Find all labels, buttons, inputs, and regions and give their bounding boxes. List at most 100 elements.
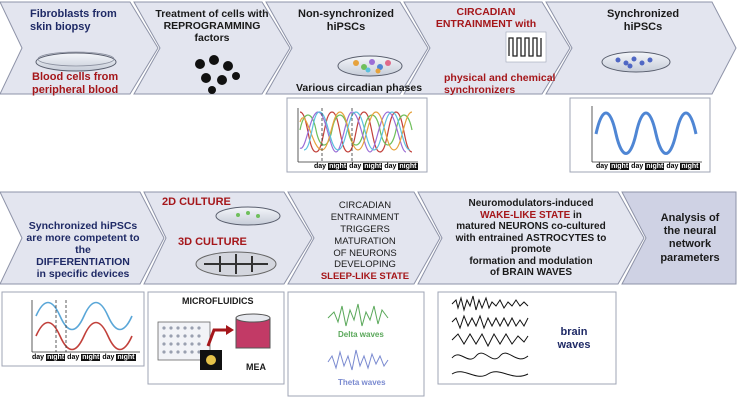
diff-line4: in specific devices — [36, 268, 130, 281]
phases-day-night-axis: day night day night day night — [314, 163, 418, 170]
label-3d-culture: 3D CULTURE — [178, 236, 247, 248]
maturation-line4: OF NEURONS — [333, 247, 397, 259]
wake-line1: Neuromodulators-induced — [468, 198, 594, 209]
axis-day: day — [32, 354, 45, 361]
label-microfluidics: MICROFLUIDICS — [182, 296, 254, 306]
mea-beaker-icon — [235, 313, 271, 349]
axis-day: day — [102, 354, 115, 361]
row2-step4-text: Neuromodulators-induced WAKE-LIKE STATE … — [446, 198, 616, 279]
row1-step3-title: Non-synchronized hiPSCs — [290, 8, 402, 33]
maturation-line5: DEVELOPING — [334, 259, 396, 271]
maturation-line1: CIRCADIAN — [338, 200, 392, 211]
axis-day: day — [631, 163, 644, 170]
circadian-phases-panel — [286, 97, 428, 173]
square-wave-icon — [505, 31, 547, 63]
axis-day: day — [384, 163, 397, 170]
row2-step5-box — [621, 191, 737, 285]
row1-step5-title: Synchronized hiPSCs — [588, 8, 698, 33]
axis-night: night — [398, 163, 418, 170]
blood-line1: Blood cells from — [32, 71, 119, 83]
axis-night: night — [680, 163, 700, 170]
wake-line6: formation and modulation — [469, 255, 593, 267]
diff-line1: Synchronized hiPSCs — [28, 220, 138, 232]
synchronized-wave-panel — [569, 97, 711, 173]
row1-step1-blood: Blood cells from peripheral blood — [32, 71, 118, 96]
row2-step3-arrow — [287, 191, 441, 285]
reprogramming-label: REPROGRAMMING — [163, 20, 261, 33]
axis-night: night — [363, 163, 383, 170]
row1-step2-arrow — [133, 1, 291, 95]
axis-day: day — [666, 163, 679, 170]
axis-night: night — [610, 163, 630, 170]
sleep-waves-panel — [287, 291, 425, 397]
wake-line3: matured NEURONS co-cultured — [456, 221, 606, 232]
analysis-line3: network — [668, 238, 712, 251]
theta-waves-label: Theta waves — [338, 378, 386, 387]
synchronized-cells-dish-icon — [601, 51, 671, 73]
non-sync-line1: Non-synchronized — [298, 8, 394, 20]
fibroblasts-line1: Fibroblasts from — [30, 8, 117, 20]
maturation-line3: TRIGGERS MATURATION — [334, 223, 396, 247]
arrow-icon — [206, 328, 226, 347]
wake-line4: with entrained ASTROCYTES to — [455, 232, 607, 244]
unsynchronized-cells-dish-icon — [337, 55, 403, 77]
label-2d-culture: 2D CULTURE — [162, 196, 231, 208]
diff-line2: are more competent to the — [26, 232, 140, 257]
row1-step2-text: Treatment of cells with REPROGRAMMING fa… — [148, 8, 276, 44]
brain-label: brain — [560, 326, 588, 338]
axis-night: night — [46, 354, 66, 361]
axis-day: day — [314, 163, 327, 170]
wake-line7: of BRAIN WAVES — [489, 267, 573, 278]
analysis-line1: Analysis of — [660, 212, 720, 224]
brain-waves-traces — [451, 295, 529, 377]
wake-line5: promote — [511, 244, 551, 255]
axis-day: day — [349, 163, 362, 170]
blood-line2: peripheral blood — [32, 83, 119, 96]
fibroblasts-line2: skin biopsy — [30, 20, 91, 33]
row1-step1-title: Fibroblasts from skin biopsy — [30, 8, 117, 33]
maturation-line2: ENTRAINMENT — [330, 211, 400, 223]
synchronizers-line1: physical and chemical — [444, 72, 556, 84]
waves-label: waves — [557, 338, 591, 351]
axis-day: day — [596, 163, 609, 170]
2d-culture-dish-icon — [215, 206, 281, 226]
row1-step4-sub: physical and chemical synchronizers — [444, 72, 555, 96]
treatment-line1: Treatment of cells with — [155, 8, 269, 20]
row2-step1-arrow — [0, 191, 165, 285]
brain-waves-label: brain waves — [544, 326, 604, 351]
arrow-head-icon — [226, 325, 234, 335]
axis-night: night — [328, 163, 348, 170]
entrainment-label: ENTRAINMENT with — [435, 18, 537, 31]
row1-step1-arrow — [0, 1, 159, 95]
label-mea: MEA — [246, 362, 266, 372]
wake-in: in — [570, 209, 582, 221]
row2-step5-text: Analysis of the neural network parameter… — [646, 212, 734, 265]
various-phases-label: Various circadian phases — [296, 82, 423, 94]
delta-waves-trace — [327, 303, 389, 327]
petri-dish-icon — [35, 51, 117, 72]
diff-line3: DIFFERENTIATION — [36, 256, 130, 269]
wake-like-state-label: WAKE-LIKE STATE — [480, 209, 571, 221]
diff-day-night-axis: day night day night day night — [32, 354, 136, 361]
axis-night: night — [116, 354, 136, 361]
synchronized-wave — [594, 111, 698, 155]
row2-step3-text: CIRCADIAN ENTRAINMENT TRIGGERS MATURATIO… — [312, 200, 418, 283]
axis-day: day — [67, 354, 80, 361]
axis-night: night — [645, 163, 665, 170]
row1-step4-title: CIRCADIAN ENTRAINMENT with — [430, 6, 542, 30]
sleep-like-state-label: SLEEP-LIKE STATE — [320, 271, 410, 283]
sync-day-night-axis: day night day night day night — [596, 163, 700, 170]
blue-wave — [35, 301, 133, 331]
theta-waves-trace — [327, 349, 389, 371]
mea-chip-icon — [200, 350, 222, 370]
row1-step5-arrow — [545, 1, 737, 95]
row2-step1-text: Synchronized hiPSCs are more competent t… — [22, 220, 144, 280]
3d-culture-chip-icon — [195, 251, 277, 277]
factors-label: factors — [194, 32, 230, 45]
sync-line2: hiPSCs — [623, 20, 663, 33]
synchronizers-line2: synchronizers — [444, 84, 516, 97]
red-wave — [35, 321, 133, 351]
circadian-label: CIRCADIAN — [456, 6, 516, 18]
sync-line1: Synchronized — [606, 8, 680, 20]
